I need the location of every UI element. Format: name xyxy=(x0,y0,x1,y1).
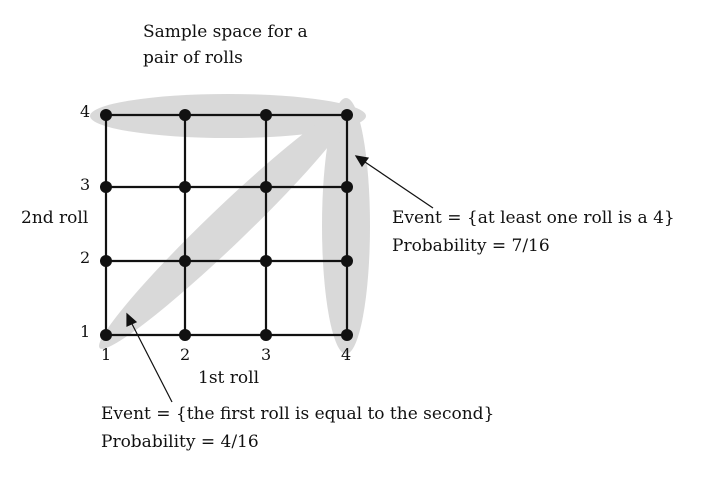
y-tick-2: 2 xyxy=(80,248,91,267)
outcome-dot-2-4 xyxy=(179,109,191,121)
outcome-dot-4-2 xyxy=(341,255,353,267)
outcome-dot-4-1 xyxy=(341,329,353,341)
x-tick-3: 3 xyxy=(261,345,272,364)
diagram-title-line1: Sample space for a xyxy=(143,22,308,42)
outcome-dot-3-1 xyxy=(260,329,272,341)
event-at-least-one-four-probability: Probability = 7/16 xyxy=(392,236,550,256)
event-equal-rolls-label: Event = {the first roll is equal to the … xyxy=(101,404,495,424)
x-tick-1: 1 xyxy=(101,345,112,364)
y-axis-label: 2nd roll xyxy=(21,208,89,228)
y-tick-3: 3 xyxy=(80,175,91,194)
outcome-dot-4-4 xyxy=(341,109,353,121)
outcome-dot-1-2 xyxy=(100,255,112,267)
outcome-dot-2-3 xyxy=(179,181,191,193)
arrow-head-equal-rolls xyxy=(126,312,138,327)
outcome-dot-1-1 xyxy=(100,329,112,341)
y-tick-1: 1 xyxy=(80,322,91,341)
outcome-dot-1-3 xyxy=(100,181,112,193)
annotation-arrows xyxy=(126,155,434,403)
event-equal-rolls-probability: Probability = 4/16 xyxy=(101,432,259,452)
arrow-line-equal-rolls xyxy=(130,321,173,403)
outcome-dot-3-4 xyxy=(260,109,272,121)
grid-lines xyxy=(104,113,349,337)
outcome-dot-3-3 xyxy=(260,181,272,193)
outcome-dot-4-3 xyxy=(341,181,353,193)
outcome-dots xyxy=(100,109,353,341)
outcome-dot-2-1 xyxy=(179,329,191,341)
x-tick-2: 2 xyxy=(180,345,191,364)
x-tick-4: 4 xyxy=(341,345,352,364)
outcome-dot-3-2 xyxy=(260,255,272,267)
outcome-dot-1-4 xyxy=(100,109,112,121)
outcome-dot-2-2 xyxy=(179,255,191,267)
y-tick-4: 4 xyxy=(80,102,91,121)
arrow-line-at-least-one-four xyxy=(361,159,434,209)
event-at-least-one-four-label: Event = {at least one roll is a 4} xyxy=(392,208,675,228)
diagonal-highlight xyxy=(99,105,353,349)
arrow-head-at-least-one-four xyxy=(354,155,370,168)
x-axis-label: 1st roll xyxy=(198,368,260,388)
diagram-title-line2: pair of rolls xyxy=(143,48,243,68)
